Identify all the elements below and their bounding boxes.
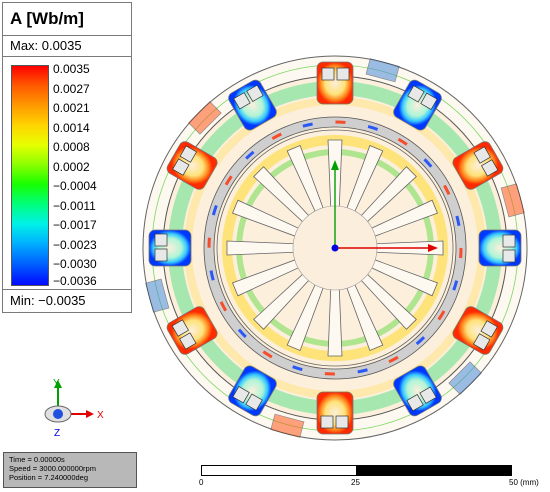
legend-min: Min: −0.0035 — [3, 289, 131, 312]
legend-tick: 0.0027 — [53, 82, 90, 96]
stator-slots — [148, 61, 522, 435]
scale-label-0: 0 — [199, 478, 204, 487]
triad-z-label: Z — [54, 428, 60, 439]
legend-tick: 0.0002 — [53, 160, 90, 174]
axis-triad: Y X Z — [44, 378, 104, 439]
scale-bar-black — [356, 465, 512, 476]
triad-y-arrow — [54, 380, 62, 388]
simulation-info-panel: Time = 0.00000s Speed = 3000.000000rpm P… — [3, 452, 137, 488]
scale-bar — [201, 465, 512, 476]
legend-tick: −0.0017 — [53, 218, 97, 232]
info-speed: Speed = 3000.000000rpm — [9, 464, 96, 473]
color-bar — [11, 65, 49, 286]
legend-tick: 0.0021 — [53, 101, 90, 115]
scale-label-25: 25 — [351, 478, 360, 487]
motor-field-plot[interactable] — [142, 14, 534, 462]
triad-y-label: Y — [53, 378, 60, 389]
triad-x-arrow — [86, 410, 94, 418]
legend-tick: −0.0004 — [53, 179, 97, 193]
legend-tick: −0.0036 — [53, 274, 97, 288]
legend-tick: 0.0014 — [53, 121, 90, 135]
stator-outer-blocks — [145, 58, 525, 438]
info-time: Time = 0.00000s — [9, 455, 65, 464]
z-axis-origin — [331, 244, 339, 252]
y-axis-arrow — [331, 160, 339, 170]
air-gap-inner — [213, 126, 457, 370]
triad-x-label: X — [97, 410, 104, 421]
legend-tick: −0.0023 — [53, 238, 97, 252]
legend-max: Max: 0.0035 — [3, 36, 131, 57]
legend-title: A [Wb/m] — [3, 3, 131, 36]
legend-tick: −0.0011 — [53, 199, 96, 213]
air-gap-outer — [203, 116, 467, 380]
scale-label-50: 50 (mm) — [509, 478, 539, 487]
gap-hotspots-red — [207, 120, 463, 376]
field-legend: A [Wb/m] Max: 0.0035 0.0035 0.0027 0.002… — [2, 2, 132, 313]
legend-tick: −0.0030 — [53, 257, 97, 271]
info-position: Position = 7.240000deg — [9, 473, 89, 482]
scale-bar-white — [201, 465, 357, 476]
rotor-slots — [226, 139, 444, 357]
legend-tick: 0.0035 — [53, 62, 90, 76]
triad-z-dot — [53, 409, 63, 419]
x-axis-arrow — [428, 244, 438, 252]
legend-tick: 0.0008 — [53, 140, 90, 154]
